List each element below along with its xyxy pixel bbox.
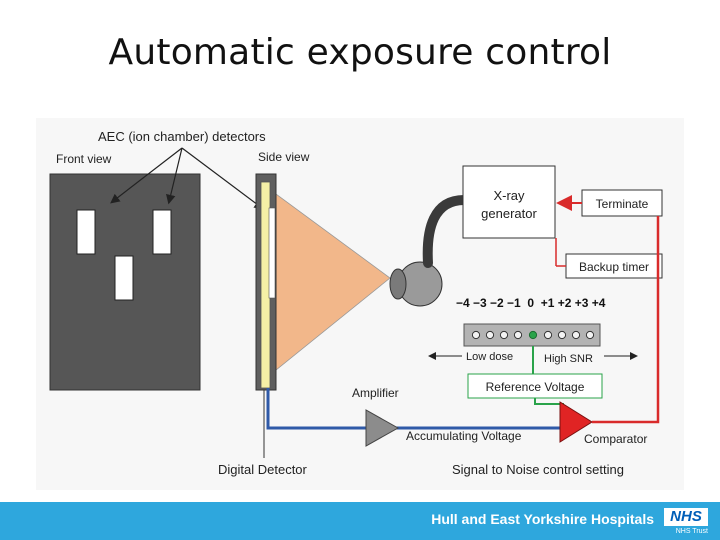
nhs-trust-label: NHS Trust [675,528,708,535]
aec-chamber-left [76,209,96,255]
snr-dot-p2 [557,330,567,340]
side-view-chamber-slot [268,207,276,299]
comparator-triangle [559,401,593,443]
snr-dial-dots [471,330,595,340]
amplifier-triangle [365,409,400,447]
aec-arrow-middle [166,147,183,205]
side-view-ion-chamber [260,181,271,389]
snr-dot-m2 [499,330,509,340]
xray-generator-label-1: X-ray [493,188,525,203]
xray-generator-label-2: generator [481,206,537,221]
snr-setting-label: Signal to Noise control setting [452,462,624,477]
accumulating-voltage-label: Accumulating Voltage [406,429,522,443]
snr-dot-p1 [543,330,553,340]
snr-dot-p4 [585,330,595,340]
blue-wire [266,388,366,430]
nhs-logo: NHS [664,508,708,526]
xray-generator-box [462,165,556,239]
aec-diagram: X-ray generator Terminate Backup timer −… [36,118,684,490]
backup-timer-label: Backup timer [579,260,649,274]
xray-tube-port [389,268,407,300]
aec-diagram-svg: X-ray generator Terminate Backup timer −… [49,129,663,477]
snr-dot-m4 [471,330,481,340]
aec-arrow-left [110,147,183,204]
front-view-label: Front view [56,152,112,166]
high-snr-label: High SNR [544,353,593,365]
comparator-label: Comparator [584,432,647,446]
snr-dot-p3 [571,330,581,340]
terminate-label: Terminate [596,197,649,211]
aec-detectors-label: AEC (ion chamber) detectors [98,129,266,144]
digital-detector-label: Digital Detector [218,462,308,477]
reference-voltage-label: Reference Voltage [486,380,585,394]
snr-dot-m3 [485,330,495,340]
side-view-label: Side view [258,150,310,164]
aec-chamber-center [114,255,134,301]
amplifier-label: Amplifier [352,386,399,400]
slide-title: Automatic exposure control [108,32,612,73]
green-wire-comparator [534,398,564,405]
low-dose-label: Low dose [466,351,513,363]
snr-dot-0 [528,330,538,340]
red-wire-feedback [592,216,660,424]
xray-beam [275,193,391,371]
snr-dot-m1 [513,330,523,340]
aec-arrow-right [181,147,264,210]
generator-cable [422,195,469,268]
snr-scale-numbers: −4 −3 −2 −1 0 +1 +2 +3 +4 [456,296,606,310]
footer-bar: Hull and East Yorkshire Hospitals NHS NH… [0,502,720,540]
footer-org-name: Hull and East Yorkshire Hospitals [431,511,654,527]
aec-chamber-right [152,209,172,255]
